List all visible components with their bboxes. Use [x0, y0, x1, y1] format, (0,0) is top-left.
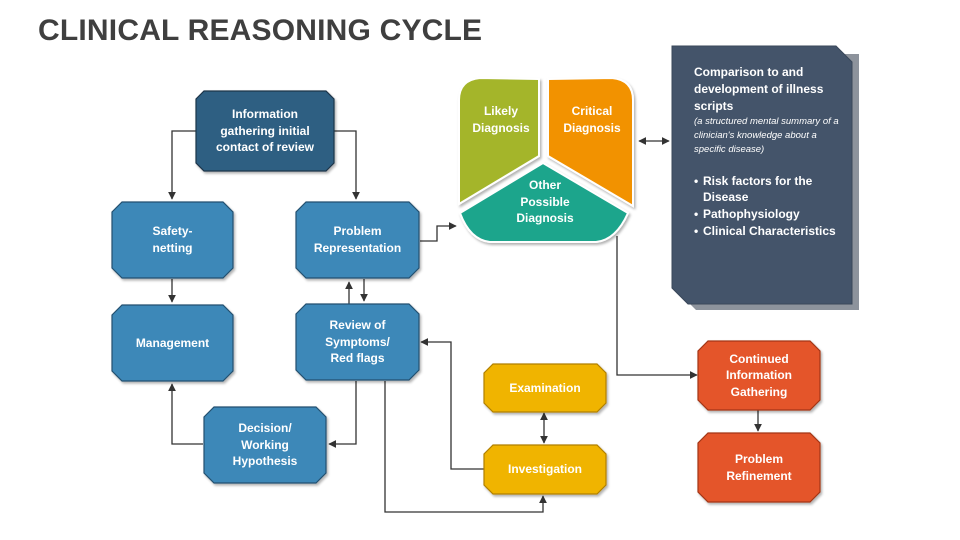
bullet-risk-factors: Risk factors for the Disease — [694, 173, 844, 207]
connector-review-to-decision — [328, 381, 357, 448]
connector-problem-to-diagnosis — [420, 222, 457, 242]
problem-representation-node — [295, 201, 420, 279]
problem-refinement-node — [697, 432, 821, 503]
decision-hypothesis-label: Decision/ Working Hypothesis — [232, 421, 298, 469]
review-symptoms-label: Review of Symptoms/ Red flags — [325, 318, 390, 366]
likely-diagnosis-label: Likely Diagnosis — [472, 104, 530, 135]
other-diagnosis-segment — [458, 161, 630, 243]
safety-netting-label: Safety- netting — [152, 224, 193, 255]
safety-netting-node — [111, 201, 234, 279]
examination-label: Examination — [509, 380, 581, 395]
bullet-clinical-characteristics: Clinical Characteristics — [694, 223, 844, 240]
decision-hypothesis-node — [203, 406, 327, 484]
management-node — [111, 304, 234, 382]
problem-representation-label: Problem Representation — [313, 224, 402, 255]
connector-decision-to-management — [168, 383, 203, 445]
bullet-pathophysiology: Pathophysiology — [694, 206, 844, 223]
continued-information-label: Continued Information Gathering — [726, 351, 792, 399]
illness-scripts-text: Comparison to and development of illness… — [694, 64, 844, 240]
other-diagnosis-label: Other Possible Diagnosis — [516, 178, 574, 226]
critical-diagnosis-label: Critical Diagnosis — [563, 104, 621, 135]
connector-review-to-investigation — [384, 381, 547, 513]
likely-diagnosis-segment — [458, 76, 540, 206]
page-title: CLINICAL REASONING CYCLE — [38, 14, 483, 47]
connector-info-to-problem — [334, 130, 360, 200]
illness-scripts-bullets: Risk factors for the Disease Pathophysio… — [694, 173, 844, 240]
connectors — [168, 130, 762, 513]
connector-investigation-to-review — [420, 338, 484, 470]
continued-information-node — [697, 340, 821, 411]
information-gathering-label: Information gathering initial contact of… — [215, 107, 315, 155]
problem-refinement-label: Problem Refinement — [726, 451, 792, 483]
examination-node — [483, 363, 607, 413]
critical-diagnosis-segment — [547, 76, 634, 208]
illness-scripts-heading: Comparison to and development of illness… — [694, 65, 824, 113]
management-label: Management — [135, 335, 210, 350]
investigation-label: Investigation — [507, 462, 582, 477]
illness-scripts-note: (a structured mental summary of a clinic… — [694, 116, 839, 155]
review-symptoms-node — [295, 303, 420, 381]
investigation-node — [483, 444, 607, 495]
connector-info-to-safety — [168, 130, 196, 200]
connector-diagnosis-to-continued — [616, 236, 698, 379]
information-gathering-node — [195, 90, 335, 172]
